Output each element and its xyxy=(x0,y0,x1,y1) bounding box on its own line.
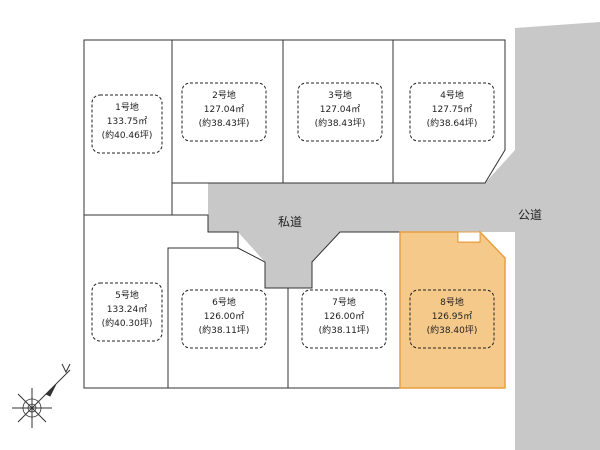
lot-6-name: 6号地 xyxy=(212,296,236,308)
lot-4-name: 4号地 xyxy=(440,89,464,101)
lot-6-area: 126.00㎡ xyxy=(204,311,245,322)
lot-8-notch xyxy=(457,231,481,243)
lot-8-label-box xyxy=(409,289,495,349)
lot-4-area: 127.75㎡ xyxy=(432,104,473,115)
lot-5-tsubo: (約40.30坪) xyxy=(102,317,153,329)
lot-2-tsubo: (約38.43坪) xyxy=(199,117,250,129)
lot-4-outline xyxy=(392,39,506,184)
lot-8-tsubo: (約38.40坪) xyxy=(427,324,478,336)
lot-1-label-box xyxy=(91,94,163,154)
lot-7-area: 126.00㎡ xyxy=(324,311,365,322)
lot-5-name: 5号地 xyxy=(115,289,139,301)
lot-1-area: 133.75㎡ xyxy=(107,116,148,127)
public-road-label: 公道 xyxy=(518,208,542,222)
north-arrow-icon xyxy=(12,363,71,428)
lot-7-tsubo: (約38.11坪) xyxy=(319,324,370,336)
lot-2-area: 127.04㎡ xyxy=(204,104,245,115)
lot-6-outline xyxy=(167,247,289,389)
lot-5-area: 133.24㎡ xyxy=(107,304,148,315)
private-road xyxy=(208,150,515,288)
lot-6-label-box xyxy=(181,289,267,349)
lot-2-name: 2号地 xyxy=(212,89,236,101)
lot-3-name: 3号地 xyxy=(328,89,352,101)
lot-8-name: 8号地 xyxy=(440,296,464,308)
lot-7-label-box xyxy=(301,289,387,349)
lot-3-label-box xyxy=(297,82,383,142)
lot-1-tsubo: (約40.46坪) xyxy=(102,129,153,141)
lot-6-tsubo: (約38.11坪) xyxy=(199,324,250,336)
lot-4-label-box xyxy=(409,82,495,142)
lot-1-name: 1号地 xyxy=(115,101,139,113)
lot-3-tsubo: (約38.43坪) xyxy=(315,117,366,129)
lot-4-tsubo: (約38.64坪) xyxy=(427,117,478,129)
public-road xyxy=(515,22,600,450)
lot-5-label-box xyxy=(91,282,163,342)
lot-7-name: 7号地 xyxy=(332,296,356,308)
lot-7-outline xyxy=(287,231,401,389)
private-road-label: 私道 xyxy=(278,215,302,229)
lot-8-area: 126.95㎡ xyxy=(432,311,473,322)
lot-2-label-box xyxy=(181,82,267,142)
lot-3-area: 127.04㎡ xyxy=(320,104,361,115)
